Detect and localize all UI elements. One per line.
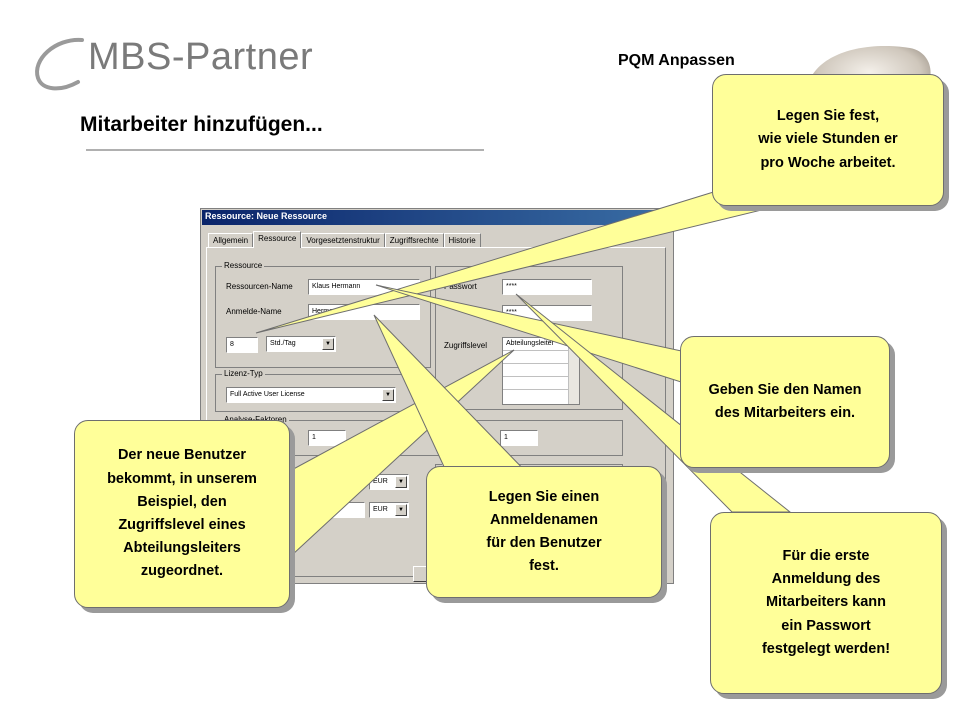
password-confirm-input[interactable]: **** — [502, 305, 592, 321]
hours-input[interactable]: 8 — [226, 337, 258, 353]
currency1-select[interactable]: EUR ▼ — [369, 474, 409, 490]
dialog-close-button[interactable]: × — [657, 211, 670, 223]
dialog-title: Ressource: Neue Ressource — [205, 211, 328, 221]
login-name-label: Anmelde-Name — [226, 307, 282, 316]
currency1-value: EUR — [373, 478, 388, 485]
analyse-factor2-input[interactable]: 1 — [500, 430, 538, 446]
ressource-group-label: Ressource — [222, 261, 265, 270]
access-callout: Der neue Benutzer bekommt, in unserem Be… — [74, 420, 290, 608]
license-dropdown-icon[interactable]: ▼ — [382, 389, 394, 401]
ressource-group: Ressource Ressourcen-Name Klaus Hermann … — [215, 261, 431, 368]
access-level-list[interactable]: Abteilungsleiter — [502, 337, 580, 405]
password-callout: Für die erste Anmeldung des Mitarbeiters… — [710, 512, 942, 694]
ressource-name-label: Ressourcen-Name — [226, 282, 293, 291]
name-callout: Geben Sie den Namen des Mitarbeiters ein… — [680, 336, 890, 468]
slide-title: Mitarbeiter hinzufügen... — [80, 113, 323, 136]
hours-unit-value: Std./Tag — [270, 340, 296, 347]
ressource-name-input[interactable]: Klaus Hermann — [308, 279, 420, 295]
hours-callout-text: Legen Sie fest, wie viele Stunden er pro… — [758, 108, 898, 171]
anmeldung-group: Passwort **** **** Zugriffslevel Abteilu… — [435, 266, 623, 410]
login-callout-text: Legen Sie einen Anmeldenamen für den Ben… — [486, 488, 602, 575]
password-input[interactable]: **** — [502, 279, 592, 295]
section-title: PQM Anpassen — [618, 52, 735, 69]
analyse-factor1-input[interactable]: 1 — [308, 430, 346, 446]
license-type-value: Full Active User License — [230, 391, 305, 398]
hours-callout: Legen Sie fest, wie viele Stunden er pro… — [712, 74, 944, 206]
cost-value-input[interactable]: 0 — [309, 502, 365, 518]
currency2-select[interactable]: EUR ▼ — [369, 502, 409, 518]
access-level-label: Zugriffslevel — [444, 341, 487, 350]
logo-swoosh-icon — [35, 37, 84, 91]
logo-text: MBS-Partner — [88, 36, 314, 78]
hours-unit-select[interactable]: Std./Tag ▼ — [266, 336, 336, 352]
tab-vorgesetztenstruktur[interactable]: Vorgesetztenstruktur — [301, 233, 385, 247]
tab-allgemein[interactable]: Allgemein — [208, 233, 254, 247]
password-callout-text: Für die erste Anmeldung des Mitarbeiters… — [761, 548, 891, 657]
currency2-value: EUR — [373, 506, 388, 513]
lizenz-group-label: Lizenz-Typ — [222, 369, 265, 378]
login-callout: Legen Sie einen Anmeldenamen für den Ben… — [426, 466, 662, 598]
access-callout-text: Der neue Benutzer bekommt, in unserem Be… — [107, 447, 257, 580]
tab-ressource[interactable]: Ressource — [253, 231, 302, 248]
access-level-scrollbar[interactable] — [568, 338, 579, 404]
login-name-input[interactable]: Hermann — [308, 304, 420, 320]
analyse-group-label: Analyse-Faktoren — [222, 415, 289, 424]
hours-unit-dropdown-icon[interactable]: ▼ — [322, 338, 334, 350]
tab-zugriffsrechte[interactable]: Zugriffsrechte — [384, 233, 444, 247]
mbs-partner-logo: MBS-Partner — [30, 30, 320, 100]
dialog-tabs: Allgemein Ressource Vorgesetztenstruktur… — [208, 231, 481, 248]
tab-historie[interactable]: Historie — [443, 233, 481, 247]
password-label: Passwort — [444, 282, 477, 291]
title-divider — [86, 149, 484, 151]
dialog-titlebar: Ressource: Neue Ressource × — [202, 210, 672, 225]
currency1-dropdown-icon[interactable]: ▼ — [395, 476, 407, 488]
name-callout-text: Geben Sie den Namen des Mitarbeiters ein… — [708, 381, 862, 421]
currency2-dropdown-icon[interactable]: ▼ — [395, 504, 407, 516]
lizenz-group: Lizenz-Typ Full Active User License ▼ — [215, 369, 431, 412]
license-type-select[interactable]: Full Active User License ▼ — [226, 387, 396, 403]
